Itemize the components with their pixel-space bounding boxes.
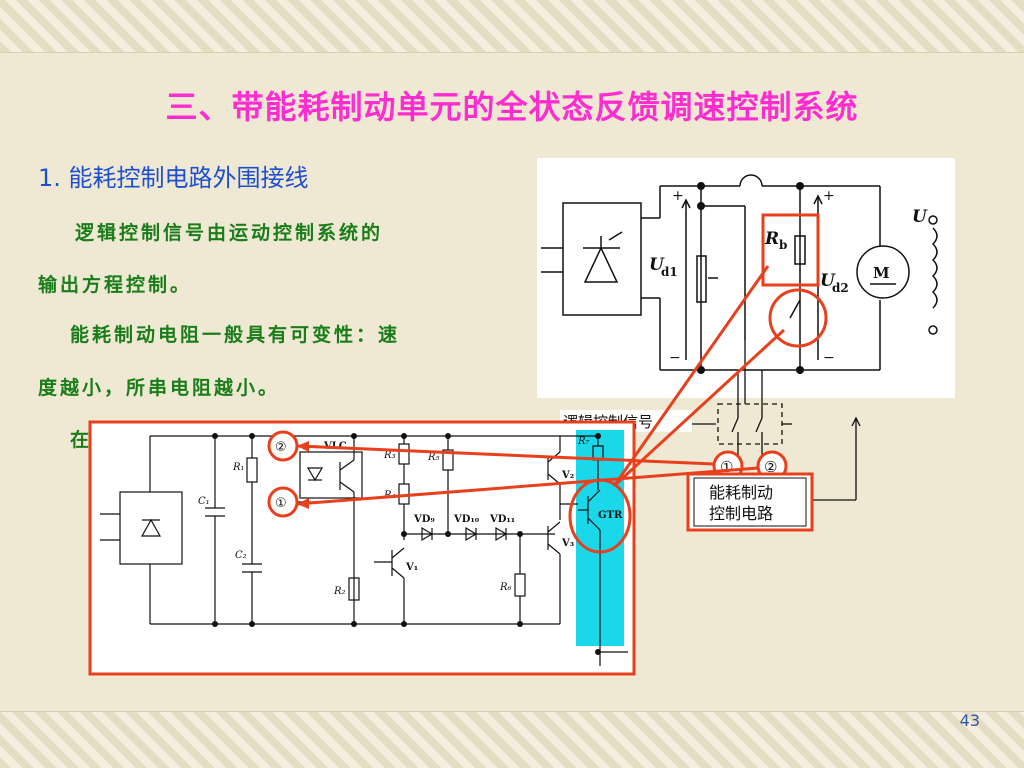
v2-label: V₂ (561, 470, 574, 481)
r2-label: R₂ (333, 586, 346, 597)
slide-title: 三、带能耗制动单元的全状态反馈调速控制系统 (165, 88, 859, 126)
ud1-label: U (649, 255, 665, 275)
gtr-label: GTR (598, 510, 623, 521)
control-box-line-2: 控制电路 (709, 504, 773, 523)
minus-right-label: − (823, 350, 835, 366)
decorative-border-top (0, 0, 1024, 53)
braking-control-inner (693, 477, 807, 527)
paragraph-line-1: 逻辑控制信号由运动控制系统的 (75, 222, 384, 244)
ud2-subscript: d2 (832, 281, 849, 295)
top-circuit-wiring (541, 174, 938, 371)
decorative-border-bottom (0, 711, 1024, 768)
ud2-label: U (820, 271, 836, 291)
node-2-label: ② (275, 440, 287, 455)
c1-label: C₁ (198, 496, 210, 507)
bottom-junction-dots (212, 433, 601, 655)
paragraph-line-2: 输出方程控制。 (38, 274, 193, 296)
minus-left-label: − (669, 350, 681, 366)
v3-label: V₃ (561, 538, 574, 549)
vd10-label: VD₁₀ (453, 514, 480, 525)
paragraph-line-5: 在 (70, 429, 93, 451)
paragraph-line-3: 能耗制动电阻一般具有可变性：速 (70, 324, 401, 346)
braking-control-box (686, 472, 814, 532)
marker-2-label: ② (764, 458, 777, 476)
section-heading: 1. 能耗控制电路外围接线 (38, 164, 309, 192)
v1-label: V₁ (405, 562, 418, 573)
node-1-circle (267, 486, 299, 518)
red-arrowheads (297, 441, 309, 509)
control-box-line-1: 能耗制动 (709, 483, 773, 502)
node-1-label: ① (275, 496, 287, 511)
motor-label: M (873, 264, 890, 282)
paragraph-line-4: 度越小，所串电阻越小。 (38, 377, 281, 399)
r5-label: R₅ (427, 452, 440, 463)
rb-label: R (764, 229, 779, 249)
r1-label: R₁ (232, 462, 245, 473)
c2-label: C₂ (235, 550, 247, 561)
u-field-label: U (912, 207, 928, 227)
rb-subscript: b (779, 238, 787, 252)
r3-label: R₃ (383, 450, 396, 461)
red-connector-lines (296, 265, 786, 506)
top-junction-dots (697, 182, 804, 374)
rb-highlight-box (761, 213, 820, 287)
switch-highlight-circle (768, 288, 828, 348)
plus-right-label: + (823, 188, 835, 204)
vd9-label: VD₉ (413, 514, 435, 525)
vd11-label: VD₁₁ (489, 514, 515, 525)
r7-label: R₇ (577, 436, 590, 447)
top-diagram-background (537, 158, 955, 398)
bottom-circuit-wiring (100, 435, 628, 666)
plus-left-label: + (672, 188, 684, 204)
page-number: 43 (959, 711, 980, 730)
ud1-subscript: d1 (661, 265, 678, 279)
r6-label: R₆ (499, 582, 512, 593)
